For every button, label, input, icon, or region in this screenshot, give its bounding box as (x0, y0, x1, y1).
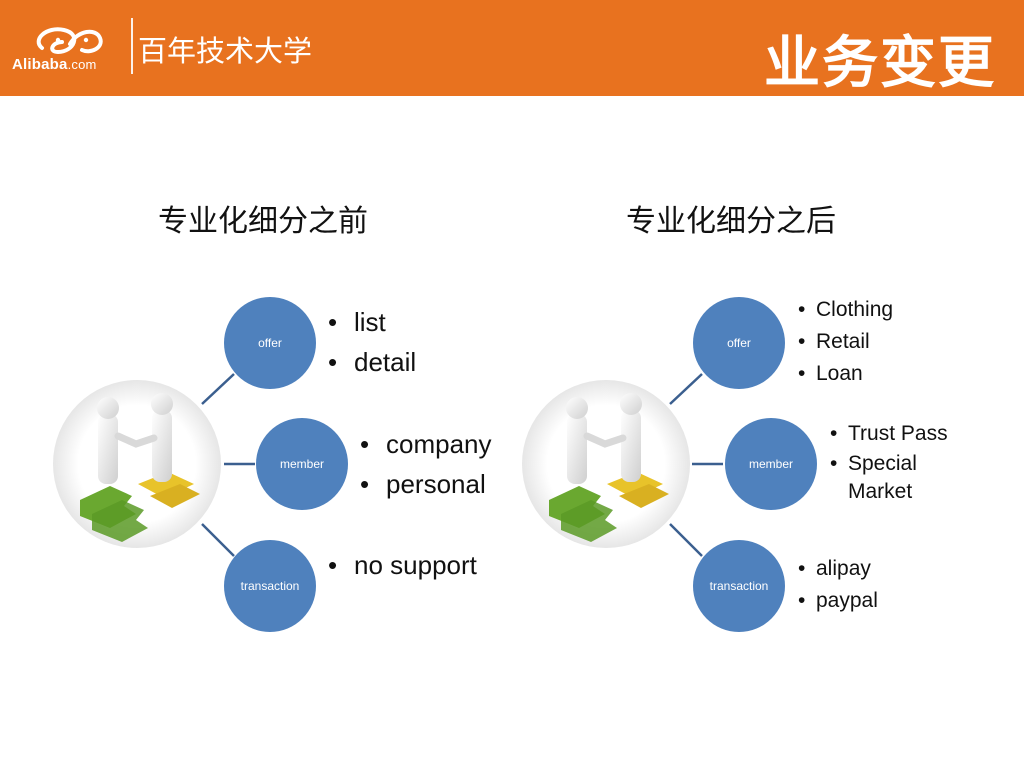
list-item: Retail (798, 326, 893, 358)
list-item: detail (328, 342, 416, 382)
alibaba-wordmark: Alibaba.com (12, 56, 97, 73)
brand-name: Alibaba (12, 56, 68, 73)
left-bubble-offer-label: offer (258, 336, 282, 350)
right-bubble-offer (693, 297, 785, 389)
right-bubble-member (725, 418, 817, 510)
right-bubble-offer-label: offer (727, 336, 751, 350)
list-item: alipay (798, 553, 878, 585)
right-bubble-member-label: member (749, 457, 793, 471)
right-hub (522, 380, 690, 548)
list-item: company (360, 424, 492, 464)
list-item: Clothing (798, 294, 893, 326)
list-item: Trust Pass (830, 418, 970, 450)
left-bubble-member (256, 418, 348, 510)
header-bar: Alibaba.com 百年技术大学 业务变更 (0, 0, 1024, 96)
right-offer-list: Clothing Retail Loan (798, 294, 893, 390)
right-connector-offer (669, 373, 703, 405)
left-bubble-offer (224, 297, 316, 389)
list-item: list (328, 302, 416, 342)
left-hub (53, 380, 221, 548)
logo-divider (131, 18, 133, 74)
left-bubble-member-label: member (280, 457, 324, 471)
left-connector-transaction (201, 523, 235, 557)
handshake-puzzle-icon (549, 393, 669, 542)
before-heading: 专业化细分之前 (158, 204, 368, 239)
left-transaction-list: no support (328, 548, 478, 583)
right-bubble-transaction-label: transaction (710, 579, 769, 593)
right-member-list: Trust Pass Special Market (830, 418, 970, 506)
page-title: 业务变更 (764, 31, 996, 96)
university-name: 百年技术大学 (138, 34, 313, 68)
right-transaction-list: alipay paypal (798, 553, 878, 617)
list-item: Special Market (830, 450, 970, 506)
right-connector-transaction (669, 523, 703, 557)
left-connector-offer (201, 373, 235, 405)
right-bubble-transaction (693, 540, 785, 632)
brand-suffix: .com (67, 57, 97, 72)
list-item: Loan (798, 358, 893, 390)
left-bubble-transaction (224, 540, 316, 632)
list-item: no support (328, 548, 478, 583)
list-item: paypal (798, 585, 878, 617)
left-member-list: company personal (360, 424, 492, 504)
left-offer-list: list detail (328, 302, 416, 382)
alibaba-logo-icon (36, 27, 103, 55)
left-bubble-transaction-label: transaction (241, 579, 300, 593)
after-heading: 专业化细分之后 (626, 204, 836, 239)
handshake-puzzle-icon (80, 393, 200, 542)
list-item: personal (360, 464, 492, 504)
